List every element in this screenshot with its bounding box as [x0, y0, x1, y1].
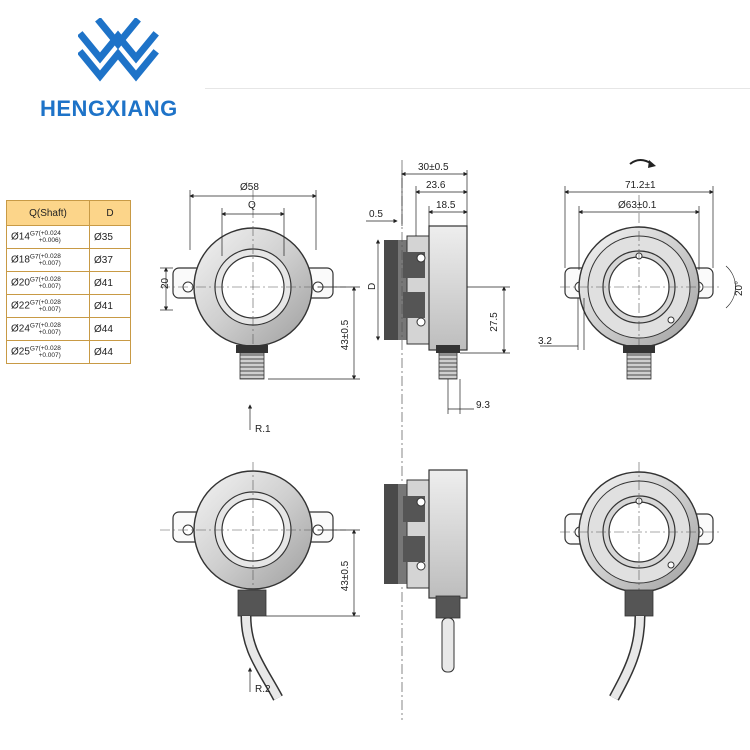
- side-total-length-label: 30±0.5: [418, 162, 449, 173]
- column-header-shaft: Q(Shaft): [6, 200, 90, 226]
- tolerance-values: (+0.028+0.007): [39, 345, 61, 359]
- front-view-r1: [160, 190, 346, 380]
- side-bore-label: D: [367, 283, 378, 290]
- front-shaft-label: Q: [248, 200, 256, 211]
- front-lug-width-label: 20: [160, 277, 171, 289]
- table-row: Ø18G7(+0.028+0.007)Ø37: [6, 248, 131, 272]
- tolerance-grade: G7: [29, 253, 39, 261]
- shaft-size-cell: Ø20G7(+0.028+0.007): [6, 271, 90, 295]
- shaft-size-cell: Ø22G7(+0.028+0.007): [6, 294, 90, 318]
- tolerance-upper: (+0.028: [38, 345, 61, 352]
- rear-dimensions: [540, 186, 736, 350]
- tolerance-upper: (+0.028: [38, 322, 61, 329]
- tolerance-values: (+0.028+0.007): [39, 322, 61, 336]
- side-offset-label: 0.5: [369, 209, 383, 220]
- shaft-diameter: Ø14: [11, 231, 30, 243]
- front-r2-height-label: 43±0.5: [340, 560, 351, 591]
- bore-diameter-cell: Ø37: [89, 248, 131, 272]
- tolerance-values: (+0.028+0.007): [39, 276, 61, 290]
- rear-view-r2: [560, 462, 720, 701]
- variant-r1-label: R.1: [255, 424, 271, 435]
- tolerance-lower: +0.007): [38, 283, 61, 290]
- tolerance-upper: (+0.028: [38, 253, 61, 260]
- rear-housing-diameter-label: Ø63±0.1: [618, 200, 657, 211]
- tolerance-values: (+0.028+0.007): [39, 299, 61, 313]
- tolerance-grade: G7: [29, 322, 39, 330]
- tolerance-values: (+0.024+0.006): [39, 230, 61, 244]
- rear-span-label: 71.2±1: [625, 180, 656, 191]
- tolerance-lower: +0.007): [38, 260, 61, 267]
- side-body-length-label: 18.5: [436, 200, 456, 211]
- tolerance-lower: +0.007): [38, 306, 61, 313]
- table-header-row: Q(Shaft) D: [6, 200, 131, 226]
- front-dimensions: [160, 190, 360, 430]
- side-mid-length-label: 23.6: [426, 180, 446, 191]
- bore-diameter-cell: Ø41: [89, 294, 131, 318]
- bore-diameter-cell: Ø44: [89, 340, 131, 364]
- tolerance-upper: (+0.024: [38, 230, 61, 237]
- tolerance-lower: +0.007): [38, 352, 61, 359]
- table-row: Ø22G7(+0.028+0.007)Ø41: [6, 294, 131, 318]
- front-view-r2: [160, 462, 346, 701]
- tolerance-grade: G7: [29, 230, 39, 238]
- hengxiang-woven-x-logo-icon: [78, 18, 159, 82]
- shaft-diameter: Ø22: [11, 300, 30, 312]
- bore-diameter-cell: Ø44: [89, 317, 131, 341]
- brand-logo: HENGXIANG: [40, 18, 210, 120]
- variant-r2-label: R.2: [255, 684, 271, 695]
- tolerance-grade: G7: [29, 276, 39, 284]
- tolerance-grade: G7: [29, 299, 39, 307]
- rear-lug-thickness-label: 3.2: [538, 336, 552, 347]
- front-height-label: 43±0.5: [340, 319, 351, 350]
- side-connector-height-label: 27.5: [489, 312, 500, 332]
- tolerance-grade: G7: [29, 345, 39, 353]
- brand-name: HENGXIANG: [40, 96, 178, 121]
- side-view: [384, 160, 468, 720]
- table-row: Ø24G7(+0.028+0.007)Ø44: [6, 317, 131, 341]
- table-row: Ø25G7(+0.028+0.007)Ø44: [6, 340, 131, 364]
- shaft-diameter: Ø24: [11, 323, 30, 335]
- shaft-size-cell: Ø18G7(+0.028+0.007): [6, 248, 90, 272]
- rear-view: [560, 159, 720, 380]
- front-outer-diameter-label: Ø58: [240, 182, 259, 193]
- side-view-r2: [384, 469, 468, 673]
- shaft-size-cell: Ø24G7(+0.028+0.007): [6, 317, 90, 341]
- front-r2-dimensions: [247, 529, 360, 692]
- tolerance-lower: +0.006): [38, 237, 61, 244]
- tolerance-lower: +0.007): [38, 329, 61, 336]
- tolerance-upper: (+0.028: [38, 276, 61, 283]
- header-divider: [205, 88, 750, 89]
- shaft-diameter: Ø20: [11, 277, 30, 289]
- side-connector-offset-label: 9.3: [476, 400, 490, 411]
- table-row: Ø20G7(+0.028+0.007)Ø41: [6, 271, 131, 295]
- tolerance-upper: (+0.028: [38, 299, 61, 306]
- rear-angle-label: 20°: [734, 281, 745, 296]
- tolerance-values: (+0.028+0.007): [39, 253, 61, 267]
- shaft-size-cell: Ø25G7(+0.028+0.007): [6, 340, 90, 364]
- side-dimensions: [366, 170, 510, 414]
- bore-diameter-cell: Ø41: [89, 271, 131, 295]
- shaft-diameter: Ø18: [11, 254, 30, 266]
- shaft-diameter: Ø25: [11, 346, 30, 358]
